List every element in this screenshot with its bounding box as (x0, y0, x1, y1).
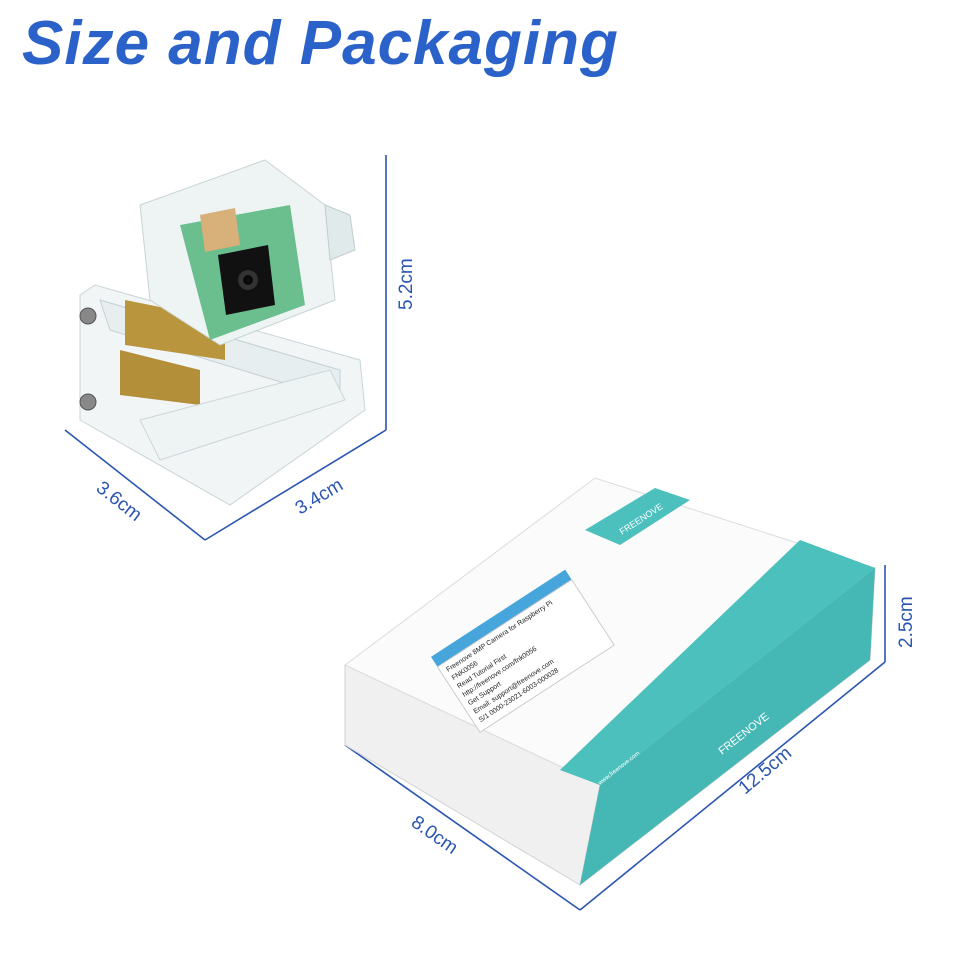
label-sticker (436, 579, 615, 733)
page-title: Size and Packaging (22, 9, 619, 78)
box-dimension-lines (344, 565, 886, 911)
box-height-label: 2.5cm (896, 596, 917, 648)
camera-height-label: 5.2cm (396, 258, 417, 310)
label-blue-band (430, 569, 572, 667)
box-width-label: 8.0cm (407, 812, 461, 859)
camera-depth-label: 3.6cm (92, 477, 146, 525)
camera-dimension-lines (64, 155, 387, 541)
camera-module-image (79, 159, 366, 506)
